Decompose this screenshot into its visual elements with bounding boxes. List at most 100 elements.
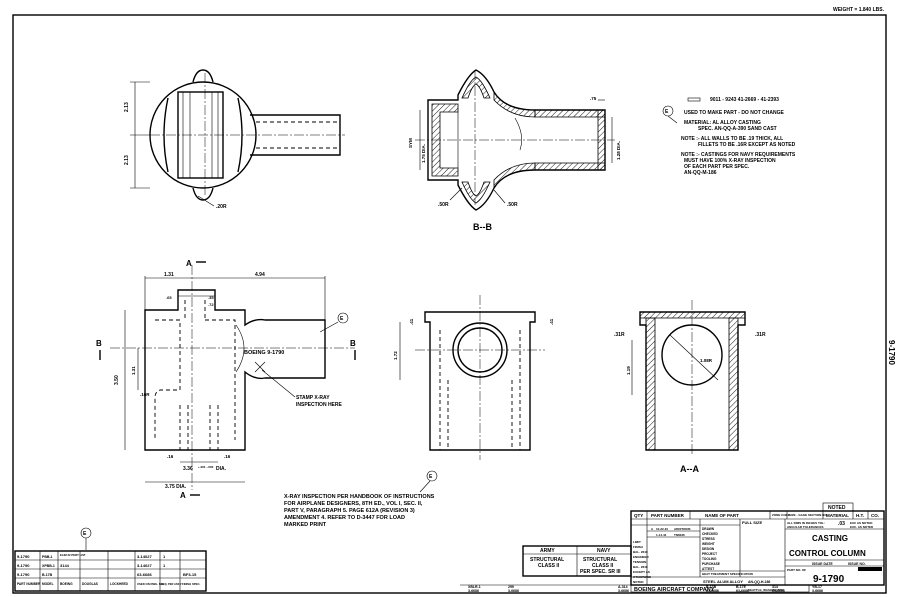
ref-dwg-5: 63-6686 (772, 589, 785, 593)
row1-boeing: ELIM 22 PERT LIST (60, 553, 86, 557)
alum-alloy: ALUM ALLOY (717, 579, 743, 584)
rev2-change: TN6036 (674, 533, 685, 537)
dim-16a: .16 (167, 454, 174, 459)
dim-bb-radius-right: .50R (507, 202, 518, 208)
part-mark: BOEING 9-1790 (244, 350, 284, 356)
side-label-6: EXCEPT AS (633, 570, 650, 574)
xray-line-4: AMENDMENT 4. REFER TO D-3447 FOR LOAD (284, 515, 405, 521)
ref-dwg-1: 3-6686 (508, 589, 519, 593)
tol-exc-1: EXC AS NOTED (850, 521, 873, 525)
hdr-qty: QTY (634, 513, 643, 518)
section-bb: .75 SYM 1.75 DIA. 1.28 DIA. .50R .50R B-… (408, 69, 621, 232)
rev1-change: ADDITIONS (674, 527, 691, 531)
section-a-bottom: A (180, 491, 186, 500)
top-view: 2.13 2.13 .20R (124, 69, 345, 210)
note-navy-1: NOTE :- CASTINGS FOR NAVY REQUIREMENTS (681, 152, 796, 158)
dim-bb-right: 1.28 DIA. (616, 141, 621, 160)
part-no-label: PART NO. OF (787, 568, 806, 572)
hdr-name-of-part: NAME OF PART (705, 513, 739, 518)
row1-part: 9-1790 (17, 554, 30, 559)
row1-req: 1 (163, 554, 166, 559)
side-label-0: LIMIT (633, 540, 641, 544)
dim-65: .65 (166, 295, 172, 300)
note-navy-2: MUST HAVE 100% X-RAY INSPECTION (684, 158, 776, 164)
hdr-part-number: PART NUMBER (651, 513, 685, 518)
dim-336-suffix: DIA. (216, 466, 227, 472)
ref-dwg-3: 63-6686 (706, 589, 719, 593)
xray-line-2: FOR AIRPLANE DESIGNERS, 8TH ED., VOL I, … (284, 501, 423, 507)
section-a-top: A (186, 259, 192, 268)
dim-336-tol: +.001 -.000 (198, 465, 214, 469)
general-notes: E 9011 - 9243 41-2669 - 41-2393 USED TO … (662, 97, 796, 176)
side-label-2: BAL. 2640 (633, 550, 648, 554)
stamp-note-1: STAMP X-RAY (296, 395, 330, 401)
side-label-3: ENGINEER (633, 555, 650, 559)
row1-dwg: 3-14027 (137, 554, 152, 559)
side-label-4: TENSION (633, 560, 646, 564)
ref-dwg-0: 3-6686 (468, 589, 479, 593)
dim-aa-radius-left: .31R (614, 332, 625, 338)
approval-8: ATTEST (702, 567, 714, 571)
ref-dwg-4: 63-6686 (736, 589, 749, 593)
tol-value: .03 (838, 521, 845, 527)
approval-2: STRESS (702, 537, 715, 541)
ref-dwg-2: 3-6686 (618, 589, 629, 593)
xray-line-3: PART V, PARAGRAPH 5. PAGE 612A (REVISION… (284, 508, 415, 514)
ref-dwg-6: 3-6686 (812, 589, 823, 593)
section-b-left: B (96, 339, 102, 348)
note-material-1: MATERIAL: AL ALLOY CASTING (684, 120, 761, 126)
noted-label: NOTED (828, 505, 846, 511)
dim-end-41a: .41 (409, 318, 414, 325)
note-navy-3: OF EACH PART PER SPEC. (684, 164, 750, 170)
company-name: BOEING AIRCRAFT COMPANY (634, 587, 715, 593)
note-navy-4: AN-QQ-M-186 (684, 170, 717, 176)
bottom-references: XBLR-1 3-6686 299 3-6686 A-314 3-6686 B-… (460, 584, 823, 593)
army-navy-block: ARMY NAVY STRUCTURAL CLASS II STRUCTURAL… (522, 545, 632, 577)
section-aa-title: A--A (680, 464, 699, 474)
navy-class-3: PER SPEC. SR III (580, 569, 621, 575)
front-note-e: E (340, 316, 344, 322)
approval-3: WEIGHT (702, 542, 715, 546)
front-view: A A B B BOEING 9-1790 STAMP X-RAY INSPEC… (96, 259, 356, 500)
side-label-1: FINISH (633, 545, 643, 549)
drawing-number: 9-1790 (813, 574, 845, 585)
dim-131: 1.31 (164, 272, 174, 278)
navy-class-2: CLASS II (592, 563, 614, 569)
section-b-right: B (350, 339, 356, 348)
dim-top-radius: .20R (216, 204, 227, 210)
dim-336: 3.36 (183, 466, 193, 472)
side-drawing-number: 9-1790 (887, 340, 896, 365)
dim-72: .72 (208, 302, 214, 307)
approval-7: PURCHASE (702, 562, 720, 566)
scale-value: FULL SIZE (742, 520, 762, 525)
section-bb-title: B--B (473, 222, 492, 232)
xray-note: E X-RAY INSPECTION PER HANDBOOK OF INSTR… (284, 470, 438, 528)
steel-label: STEEL (703, 579, 716, 584)
row3-part: 9-1790 (17, 572, 30, 577)
dim-bb-left: 1.75 DIA. (421, 144, 426, 163)
hdr-model: MODEL (42, 582, 54, 586)
dim-bb-sym: SYM (408, 138, 413, 148)
row3-finish: BF3-15 (183, 572, 197, 577)
dim-aa-radius-right: .31R (755, 332, 766, 338)
rev1-letter: A (651, 527, 654, 531)
row2-req: 1 (163, 563, 166, 568)
hdr-douglas: DOUGLAS (82, 582, 98, 586)
note-walls-1: NOTE :- ALL WALLS TO BE .19 THICK, ALL (681, 136, 783, 142)
ref-model-6: YB-17 (812, 585, 822, 589)
dim-end-172: 1.72 (393, 351, 398, 360)
tol-1: ALL DIMS IN INCHES TOL: (787, 521, 825, 525)
dim-16b: .16 (224, 454, 231, 459)
heat-treat-label: HEAT TREATMENT SPECIFICATION (702, 572, 753, 576)
stamp-note-2: INSPECTION HERE (296, 402, 343, 408)
ref-model-1: 299 (508, 585, 514, 589)
tol-exc-2: EXC. AS NOTED (850, 525, 874, 529)
drawing-title-1: CASTING (812, 534, 848, 543)
row2-model: XPBB-1 (42, 564, 55, 568)
xray-e-marker: E (429, 474, 433, 480)
note-material-2: SPEC. AN-QQ-A-390 SAND CAST (698, 126, 777, 132)
dim-bb-top: .75 (590, 96, 597, 101)
army-class-1: STRUCTURAL (530, 557, 564, 563)
note-walls-2: FILLETS TO BE .16R EXCEPT AS NOTED (698, 142, 796, 148)
dim-end-41b: .41 (549, 318, 554, 325)
